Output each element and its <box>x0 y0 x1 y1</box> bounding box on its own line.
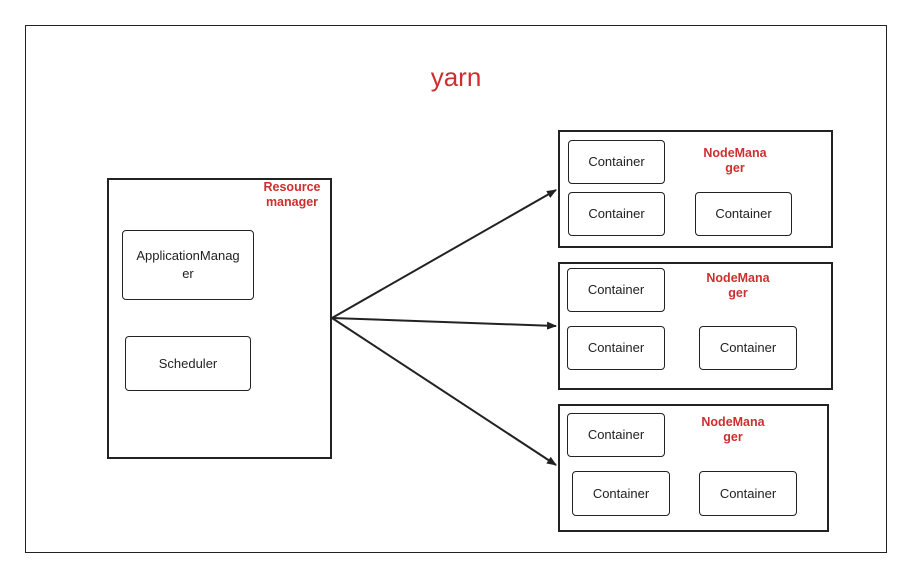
node-manager-label-3: NodeMana ger <box>701 415 765 444</box>
container-1-3: Container <box>695 192 792 236</box>
arrow-to-node-manager-3 <box>331 317 557 466</box>
application-manager-box: ApplicationManag er <box>122 230 254 300</box>
container-1-1: Container <box>568 140 665 184</box>
container-3-2: Container <box>572 471 670 516</box>
node-manager-label-2: NodeMana ger <box>706 271 770 300</box>
arrow-to-node-manager-2 <box>331 317 557 330</box>
resource-manager-label: Resource manager <box>263 180 321 209</box>
container-2-3: Container <box>699 326 797 370</box>
node-manager-label-1: NodeMana ger <box>703 146 767 175</box>
scheduler-box: Scheduler <box>125 336 251 391</box>
container-1-2: Container <box>568 192 665 236</box>
container-2-2: Container <box>567 326 665 370</box>
diagram-title: yarn <box>430 62 482 92</box>
yarn-frame <box>25 25 887 553</box>
resource-manager-box <box>107 178 332 459</box>
container-3-1: Container <box>567 413 665 457</box>
container-3-3: Container <box>699 471 797 516</box>
arrow-to-node-manager-1 <box>331 189 557 319</box>
container-2-1: Container <box>567 268 665 312</box>
